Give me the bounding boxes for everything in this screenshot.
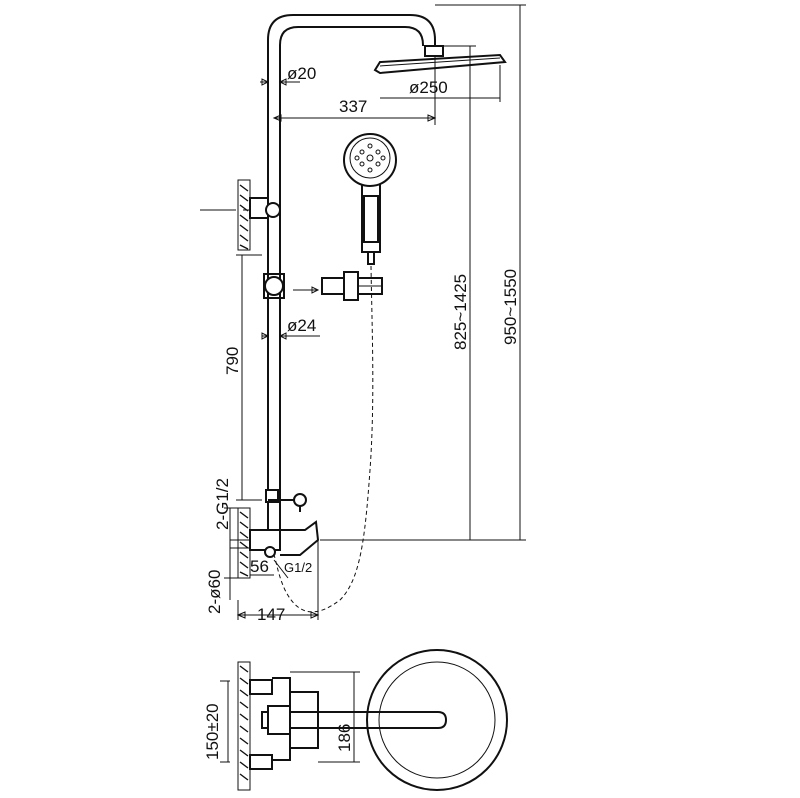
- dim-head-diameter: ø250: [409, 78, 448, 97]
- wall-hatch-upper: [237, 179, 251, 251]
- dim-inlet-thread: 2-G1/2: [213, 478, 232, 530]
- head-joint: [424, 45, 444, 57]
- slide-knob: [264, 276, 284, 296]
- dim-outlet-thread: G1/2: [284, 560, 312, 575]
- front-view: [200, 4, 526, 620]
- dim-centers: 150±20: [203, 703, 222, 760]
- riser-pipe-inner: [279, 26, 424, 535]
- hand-shower: [343, 133, 397, 265]
- dim-flange-diameter: 2-ø60: [205, 570, 224, 614]
- hose: [273, 265, 374, 613]
- riser-pipe-outer: [267, 14, 436, 545]
- dim-arm-reach: 337: [339, 97, 367, 116]
- dim-rail-height: 790: [223, 347, 242, 375]
- dim-body-projection: 147: [257, 605, 285, 624]
- dim-overall-height: 950~1550: [501, 269, 520, 345]
- top-view: [220, 649, 508, 791]
- dim-outlet-offset: 56: [250, 557, 269, 576]
- holder-detail: [321, 271, 383, 301]
- shower-head: [373, 53, 507, 75]
- mixer-valve: [230, 520, 320, 558]
- dim-rod-diameter: ø24: [287, 316, 316, 335]
- wall-hatch-lower: [237, 507, 251, 579]
- dim-pipe-diameter: ø20: [287, 64, 316, 83]
- dim-top-depth: 186: [335, 724, 354, 752]
- dim-adjust-range: 825~1425: [451, 274, 470, 350]
